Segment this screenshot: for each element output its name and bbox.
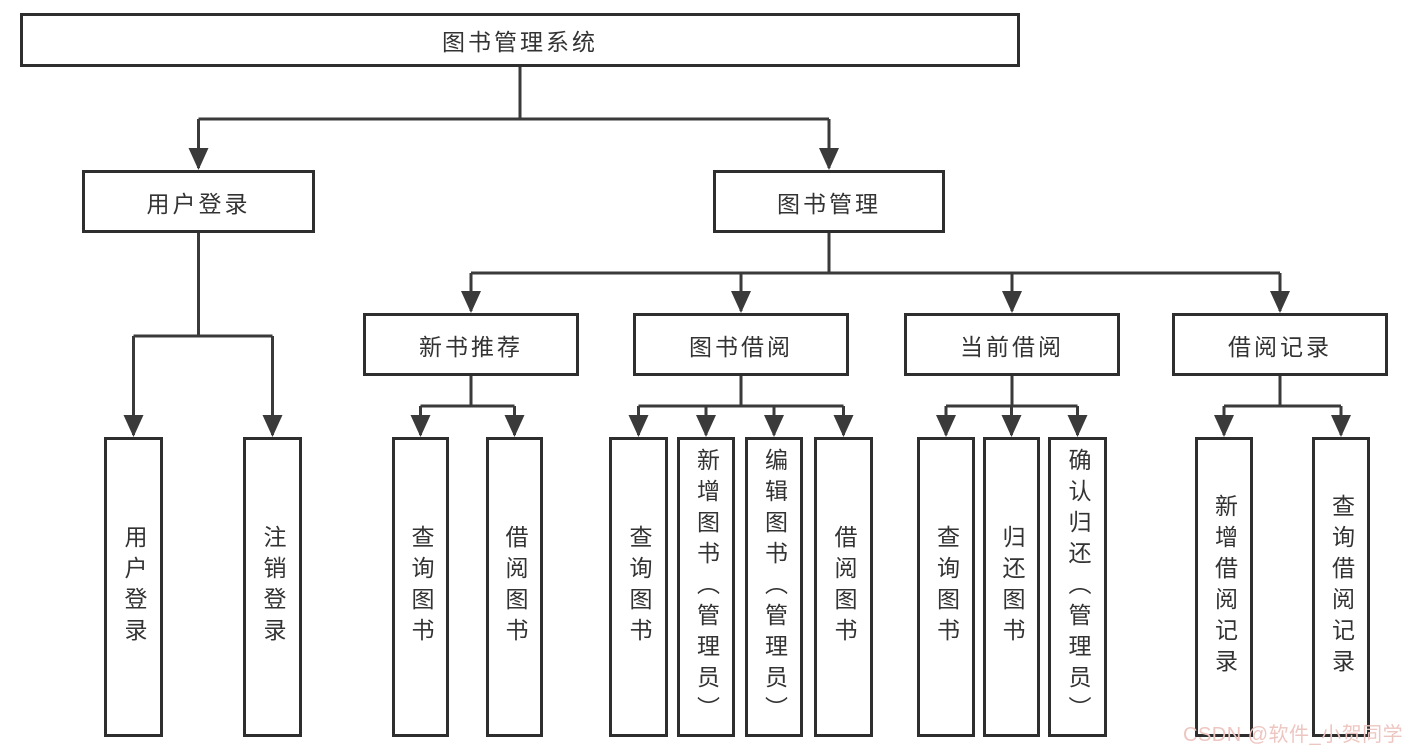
leaf-recommend-query-books: 查询图书 bbox=[392, 437, 449, 737]
leaf-borrow-query-books: 查询图书 bbox=[609, 437, 668, 737]
leaf-return-books: 归还图书 bbox=[983, 437, 1040, 737]
node-new-book-recommend: 新书推荐 bbox=[363, 313, 579, 376]
leaf-add-borrow-record: 新增借阅记录 bbox=[1195, 437, 1253, 737]
leaf-current-query-books: 查询图书 bbox=[917, 437, 975, 737]
node-root: 图书管理系统 bbox=[20, 13, 1020, 67]
leaf-query-borrow-record: 查询借阅记录 bbox=[1312, 437, 1370, 737]
leaf-user-login: 用户登录 bbox=[104, 437, 163, 737]
node-book-borrow: 图书借阅 bbox=[633, 313, 849, 376]
node-current-borrow: 当前借阅 bbox=[904, 313, 1120, 376]
leaf-add-books-admin: 新增图书（管理员） bbox=[677, 437, 735, 737]
leaf-confirm-return-admin: 确认归还（管理员） bbox=[1048, 437, 1107, 737]
leaf-recommend-borrow-books: 借阅图书 bbox=[486, 437, 543, 737]
node-borrow-record: 借阅记录 bbox=[1172, 313, 1388, 376]
watermark: CSDN @软件_小贺同学 bbox=[1183, 724, 1404, 746]
leaf-borrow-borrow-books: 借阅图书 bbox=[814, 437, 873, 737]
node-book-management: 图书管理 bbox=[713, 170, 945, 233]
leaf-edit-books-admin: 编辑图书（管理员） bbox=[745, 437, 803, 737]
node-user-login: 用户登录 bbox=[82, 170, 315, 233]
leaf-logout-login: 注销登录 bbox=[243, 437, 302, 737]
